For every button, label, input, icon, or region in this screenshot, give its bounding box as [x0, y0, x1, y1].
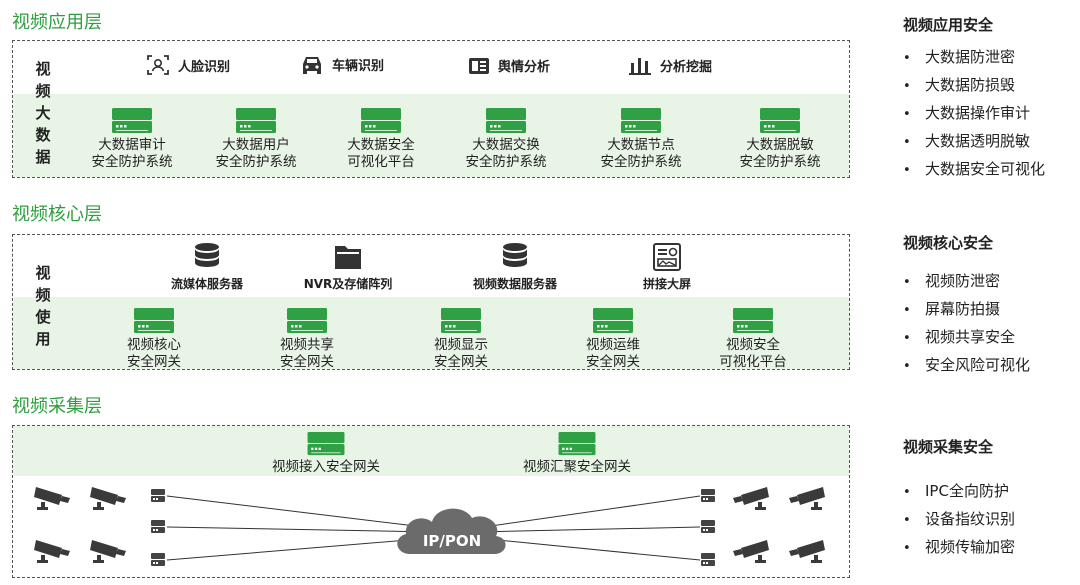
app-device-band: [13, 94, 849, 177]
core-service[interactable]: 拼接大屏: [597, 242, 737, 292]
security-title-core: 视频核心安全: [903, 234, 994, 252]
app-service-label: 人脸识别: [178, 59, 231, 75]
security-list-collect: IPC全向防护 设备指纹识别 视频传输加密: [903, 478, 1015, 562]
server-device-icon: [360, 108, 402, 134]
core-device[interactable]: 视频核心安全网关: [94, 308, 214, 371]
core-layer-box: [12, 234, 850, 370]
cloud-icon: IP/PON: [397, 508, 506, 554]
news-icon: [469, 57, 489, 74]
collect-device[interactable]: 视频接入安全网关: [246, 432, 406, 476]
app-device[interactable]: 大数据用户安全防护系统: [196, 108, 316, 171]
dashboard-icon: [653, 243, 681, 271]
core-side-label: 视频使用: [35, 264, 51, 348]
security-title-collect: 视频采集安全: [903, 438, 994, 456]
camera-icon: [34, 540, 70, 563]
camera-icon: [789, 487, 825, 510]
camera-icon: [34, 487, 70, 510]
app-device[interactable]: 大数据交换安全防护系统: [446, 108, 566, 171]
app-service-car[interactable]: 车辆识别: [300, 54, 384, 74]
list-item: 设备指纹识别: [903, 506, 1015, 534]
list-item: 安全风险可视化: [903, 352, 1030, 380]
camera-icon: [733, 540, 769, 563]
list-item: 大数据防泄密: [903, 44, 1045, 72]
server-device-icon: [440, 308, 482, 334]
core-service[interactable]: NVR及存储阵列: [278, 242, 418, 292]
app-layer-box: [12, 40, 850, 178]
server-device-icon: [732, 308, 774, 334]
switch-icon: [701, 520, 715, 533]
app-service-label: 车辆识别: [332, 58, 385, 74]
switch-icon: [701, 489, 715, 502]
collect-device-band: [13, 426, 849, 476]
database-icon: [195, 243, 219, 267]
collect-layer-box: [12, 425, 850, 578]
app-service-news[interactable]: 舆情分析: [468, 56, 550, 75]
app-service-label: 分析挖掘: [660, 59, 713, 75]
list-item: 视频共享安全: [903, 324, 1030, 352]
camera-icon: [733, 487, 769, 510]
collect-device[interactable]: 视频汇聚安全网关: [497, 432, 657, 476]
car-icon: [303, 57, 321, 74]
camera-icon: [789, 540, 825, 563]
server-device-icon: [133, 308, 175, 334]
switch-icon: [151, 553, 165, 566]
core-device[interactable]: 视频安全可视化平台: [693, 308, 813, 371]
folder-icon: [335, 246, 361, 269]
server-device-icon: [235, 108, 277, 134]
core-service[interactable]: 视频数据服务器: [445, 242, 585, 292]
bar-chart-icon: [629, 58, 651, 75]
core-service[interactable]: 流媒体服务器: [137, 242, 277, 292]
core-device[interactable]: 视频共享安全网关: [247, 308, 367, 371]
app-service-face[interactable]: 人脸识别: [146, 54, 230, 76]
server-device-icon: [305, 432, 347, 456]
security-title-app: 视频应用安全: [903, 16, 994, 34]
list-item: 大数据安全可视化: [903, 156, 1045, 184]
app-device[interactable]: 大数据脱敏安全防护系统: [720, 108, 840, 171]
list-item: 视频防泄密: [903, 268, 1030, 296]
database-icon: [503, 243, 527, 267]
app-side-label: 视频大数据: [35, 60, 51, 166]
server-device-icon: [286, 308, 328, 334]
layer-title-collect: 视频采集层: [12, 396, 102, 417]
server-device-icon: [556, 432, 598, 456]
server-device-icon: [485, 108, 527, 134]
switch-icon: [151, 520, 165, 533]
app-device[interactable]: 大数据审计安全防护系统: [72, 108, 192, 171]
network-topology: IP/PON: [12, 476, 850, 576]
app-device[interactable]: 大数据安全可视化平台: [321, 108, 441, 171]
security-list-app: 大数据防泄密 大数据防损毁 大数据操作审计 大数据透明脱敏 大数据安全可视化: [903, 44, 1045, 184]
layer-title-core: 视频核心层: [12, 204, 102, 225]
network-label: IP/PON: [423, 532, 481, 550]
camera-icon: [90, 487, 126, 510]
server-device-icon: [111, 108, 153, 134]
list-item: 大数据透明脱敏: [903, 128, 1045, 156]
security-list-core: 视频防泄密 屏幕防拍摄 视频共享安全 安全风险可视化: [903, 268, 1030, 380]
server-device-icon: [620, 108, 662, 134]
layer-title-app: 视频应用层: [12, 12, 102, 33]
app-device[interactable]: 大数据节点安全防护系统: [581, 108, 701, 171]
app-service-label: 舆情分析: [498, 60, 551, 75]
switch-icon: [151, 489, 165, 502]
list-item: 大数据操作审计: [903, 100, 1045, 128]
camera-icon: [90, 540, 126, 563]
app-service-mining[interactable]: 分析挖掘: [628, 55, 712, 75]
core-device[interactable]: 视频运维安全网关: [553, 308, 673, 371]
list-item: IPC全向防护: [903, 478, 1015, 506]
face-scan-icon: [147, 55, 169, 75]
list-item: 屏幕防拍摄: [903, 296, 1030, 324]
switch-icon: [701, 553, 715, 566]
list-item: 视频传输加密: [903, 534, 1015, 562]
list-item: 大数据防损毁: [903, 72, 1045, 100]
server-device-icon: [759, 108, 801, 134]
core-device[interactable]: 视频显示安全网关: [401, 308, 521, 371]
server-device-icon: [592, 308, 634, 334]
